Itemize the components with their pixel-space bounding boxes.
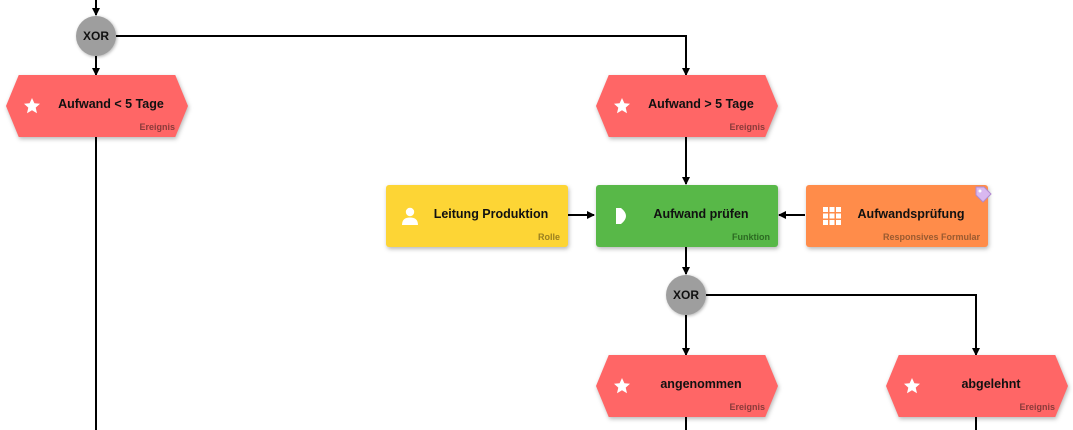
event-title: angenommen (660, 377, 742, 391)
star-icon (614, 378, 630, 394)
role-title: Leitung Produktion (433, 207, 549, 221)
role-leitung-produktion[interactable]: Leitung Produktion Rolle (386, 185, 568, 247)
star-icon (904, 378, 920, 394)
function-title: Aufwand prüfen (653, 207, 749, 221)
star-icon (614, 98, 630, 114)
event-type: Ereignis (1019, 402, 1055, 412)
form-title: Aufwandsprüfung (857, 207, 965, 221)
event-abgelehnt[interactable]: abgelehnt Ereignis (886, 355, 1068, 417)
connector-xor-rejected (706, 294, 980, 356)
event-title: Aufwand > 5 Tage (648, 97, 754, 111)
play-icon (616, 208, 626, 224)
event-aufwand-lt5[interactable]: Aufwand < 5 Tage Ereignis (6, 75, 188, 137)
xor-gateway-label: XOR (82, 29, 109, 43)
form-type: Responsives Formular (882, 232, 980, 242)
event-type: Ereignis (729, 402, 765, 412)
event-angenommen[interactable]: angenommen Ereignis (596, 355, 778, 417)
role-type: Rolle (537, 232, 560, 242)
event-aufwand-gt5[interactable]: Aufwand > 5 Tage Ereignis (596, 75, 778, 137)
xor-gateway-label: XOR (672, 288, 699, 302)
xor-gateway-middle[interactable]: XOR (666, 275, 706, 315)
event-type: Ereignis (139, 122, 175, 132)
grid-icon (823, 207, 841, 225)
function-type: Funktion (732, 232, 770, 242)
xor-gateway-top[interactable]: XOR (76, 16, 116, 56)
function-aufwand-pruefen[interactable]: Aufwand prüfen Funktion (596, 185, 778, 247)
event-title: abgelehnt (961, 377, 1021, 391)
star-icon (24, 98, 40, 114)
person-icon (402, 207, 418, 225)
event-type: Ereignis (729, 122, 765, 132)
connector-xor-gt5 (116, 35, 690, 76)
tag-icon[interactable] (974, 185, 992, 203)
form-aufwandspruefung[interactable]: Aufwandsprüfung Responsives Formular (806, 185, 988, 247)
event-title: Aufwand < 5 Tage (58, 97, 164, 111)
